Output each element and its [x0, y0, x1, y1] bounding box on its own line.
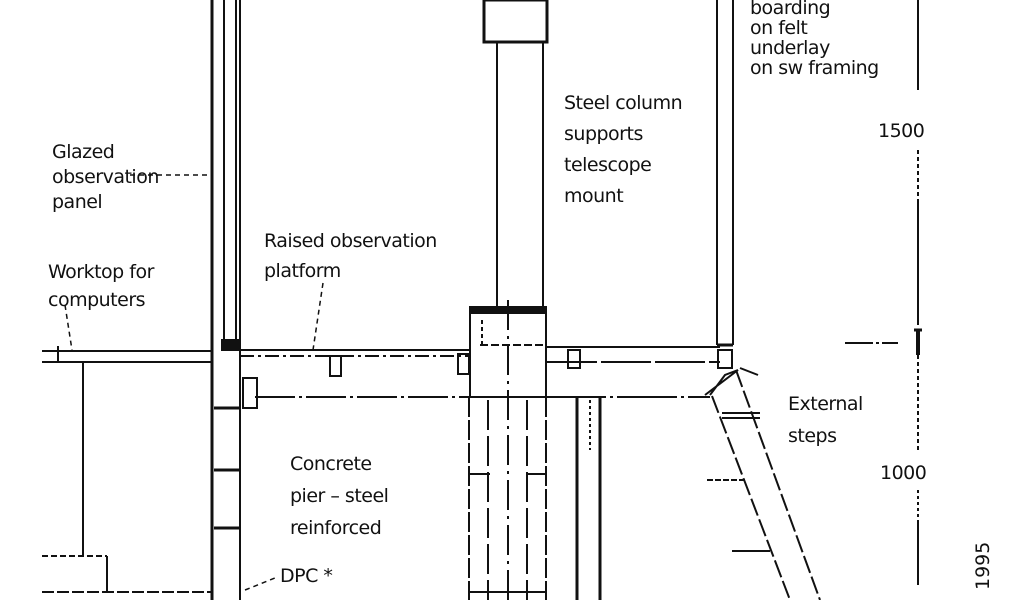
label-dpc: DPC * — [280, 565, 333, 587]
external-steps — [704, 367, 821, 600]
raised-platform — [240, 349, 470, 409]
concrete-pier — [468, 300, 547, 600]
label-external-steps: External steps — [788, 393, 863, 447]
worktop — [42, 346, 212, 593]
right-wall — [546, 0, 734, 600]
label-boarding: boarding on felt underlay on sw framing — [750, 0, 879, 79]
left-wall — [210, 0, 241, 600]
label-steel-column: Steel column supports telescope mount — [564, 92, 683, 207]
steel-column — [482, 0, 549, 310]
dimension-1000: 1000 — [880, 462, 927, 484]
label-raised-platform: Raised observation platform — [264, 230, 437, 282]
year-stamp: 1995 — [972, 541, 994, 590]
leader-lines — [64, 174, 324, 591]
label-concrete-pier: Concrete pier – steel reinforced — [290, 453, 389, 539]
dimension-line — [845, 0, 922, 585]
label-worktop: Worktop for computers — [48, 261, 154, 311]
dimension-1500: 1500 — [878, 120, 925, 142]
label-glazed-panel: Glazed observation panel — [52, 141, 159, 213]
